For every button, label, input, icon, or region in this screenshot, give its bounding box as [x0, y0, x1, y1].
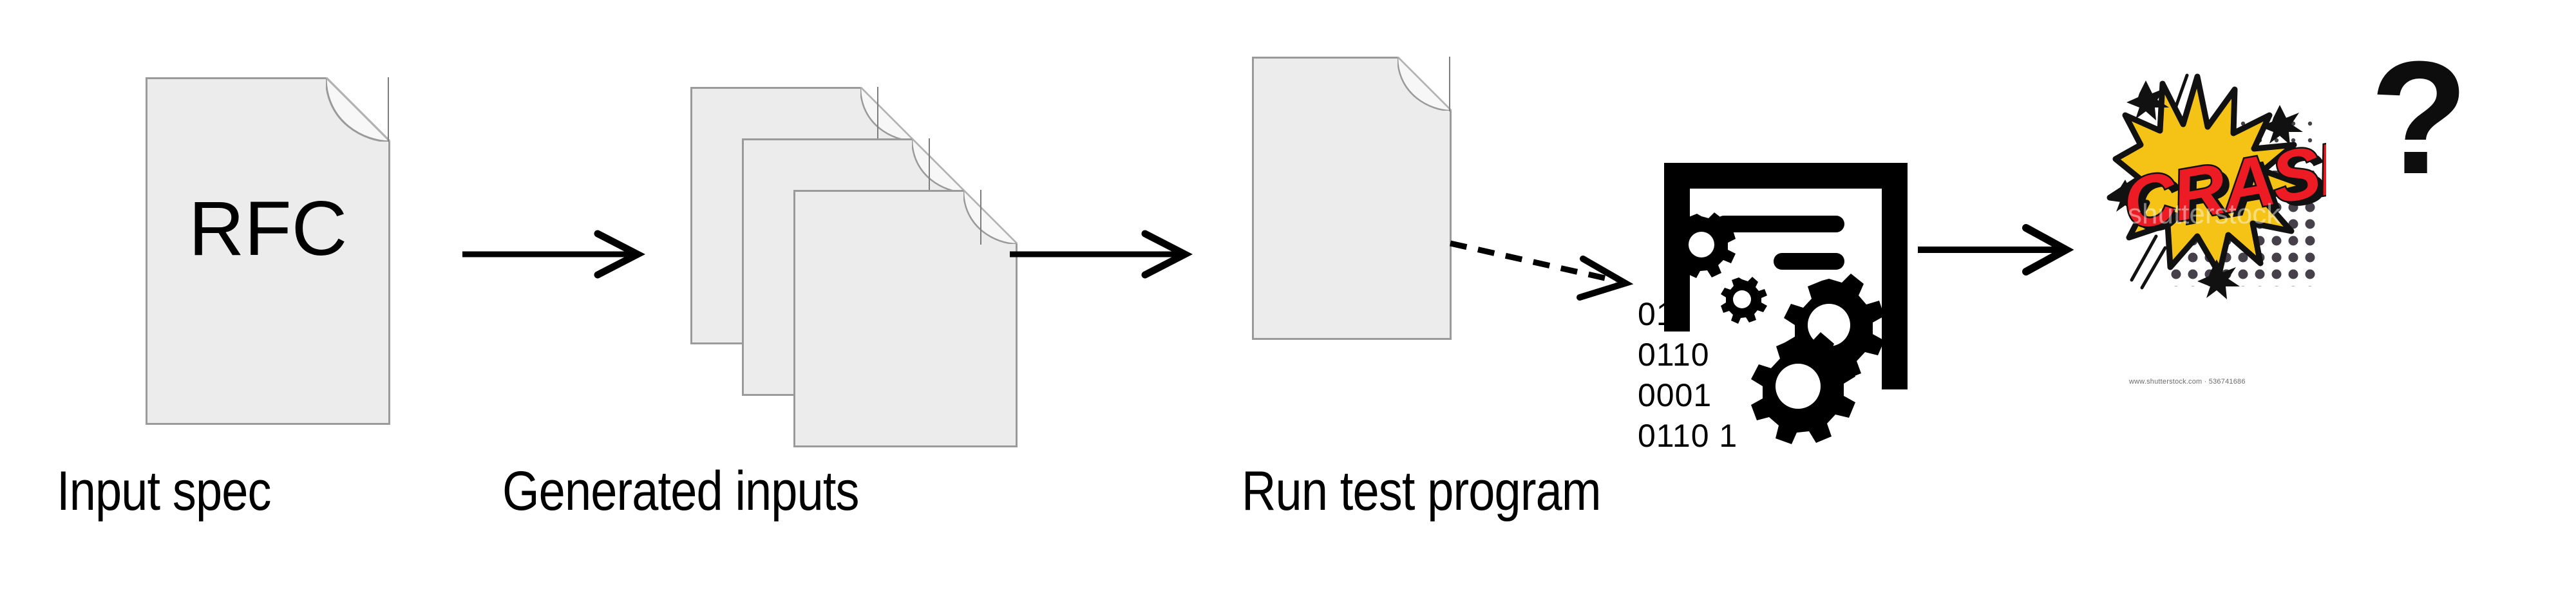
doc3-edge-tick: [1449, 57, 1450, 111]
question-mark-glyph: ?: [2370, 28, 2468, 207]
gear-icon-medium: [1672, 212, 1736, 278]
caption-input-spec: Input spec: [57, 460, 272, 522]
gear-icon-small: [1721, 277, 1767, 324]
arrow-spec-to-inputs: [462, 230, 645, 279]
page-fold-corner-icon: [326, 77, 390, 142]
binary-line-4: 0110 1: [1638, 418, 1738, 454]
crash-burst-graphic: CRASH CRASH shutterstock www.shutterstoc…: [2101, 48, 2384, 396]
document-icon-rfc: RFC: [146, 77, 390, 425]
doc2a-edge-tick: [877, 87, 878, 142]
binary-line-2: 0110: [1638, 337, 1710, 373]
document-icon-test-input: [1252, 57, 1452, 340]
monitor-gears-icon: [1664, 163, 1908, 444]
doc2b-edge-tick: [929, 138, 930, 193]
binary-line-3: 0001: [1638, 377, 1712, 413]
arrow-run-to-crash: [1918, 224, 2074, 276]
page-fold-corner-icon: [963, 190, 1018, 244]
arrow-inputs-to-run: [1010, 230, 1193, 279]
shutterstock-watermark: shutterstock: [2128, 198, 2281, 230]
doc1-edge-tick: [388, 77, 389, 142]
impact-stars: [2108, 80, 2303, 299]
page-fold-corner-icon: [1397, 57, 1452, 111]
document-icon-generated-3: [793, 190, 1018, 447]
arrow-doc-to-program: [1450, 240, 1634, 301]
document-label-rfc: RFC: [188, 185, 348, 272]
caption-run-test-program: Run test program: [1242, 460, 1601, 522]
caption-generated-inputs: Generated inputs: [502, 460, 860, 522]
gear-icon-large-lower: [1751, 332, 1855, 444]
page-fold-corner-icon: [860, 87, 914, 141]
binary-line-1: 01: [1638, 296, 1675, 332]
crash-burst-svg: CRASH CRASH shutterstock: [2107, 73, 2384, 299]
stock-photo-credit: www.shutterstock.com · 536741686: [2129, 378, 2246, 386]
starburst-shape: [2107, 73, 2309, 277]
doc2c-edge-tick: [980, 190, 981, 245]
page-fold-corner-icon: [912, 138, 966, 192]
